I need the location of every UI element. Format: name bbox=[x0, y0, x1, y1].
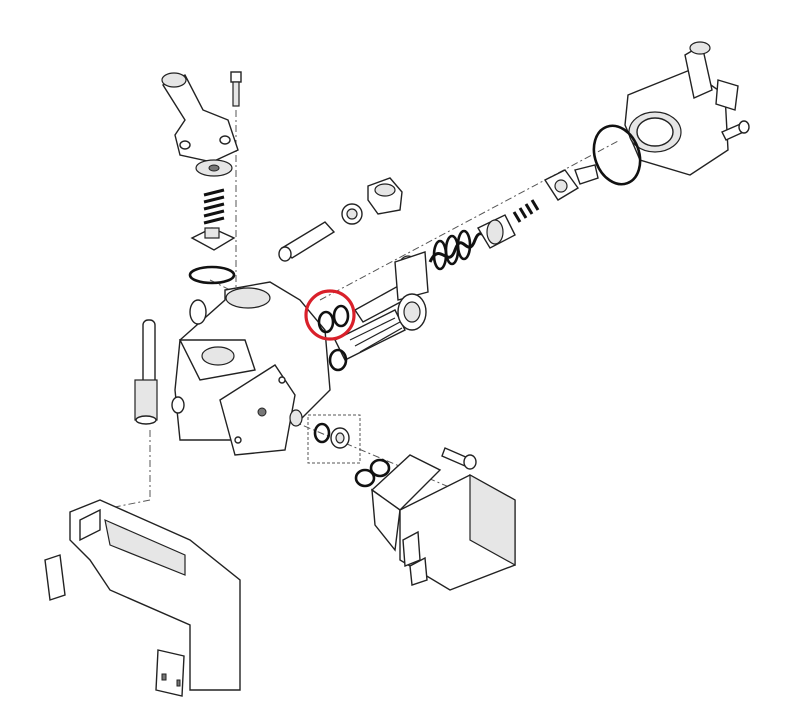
small-cap bbox=[341, 203, 363, 225]
highlight-circle bbox=[304, 289, 356, 341]
screw-top-left bbox=[230, 71, 242, 107]
valve-seat-top bbox=[190, 227, 236, 251]
o-ring-top bbox=[188, 265, 236, 285]
piston-pin bbox=[278, 221, 336, 262]
solenoid-flange-plate bbox=[219, 364, 296, 456]
threaded-spindle bbox=[334, 293, 427, 361]
small-spring-right bbox=[512, 199, 540, 223]
o-ring-large bbox=[592, 124, 642, 186]
outlet-flange bbox=[624, 41, 739, 176]
label-plate bbox=[155, 649, 185, 697]
nut-cap bbox=[367, 177, 403, 215]
o-ring-spindle bbox=[328, 348, 348, 372]
solenoid-coil bbox=[370, 454, 516, 591]
diaphragm-block bbox=[543, 164, 599, 201]
screw-right bbox=[721, 120, 750, 141]
spring-small-top bbox=[203, 188, 225, 225]
probe-rod bbox=[134, 319, 158, 425]
elbow-inlet-fitting bbox=[161, 72, 239, 163]
check-valve-insert bbox=[289, 409, 361, 464]
solenoid-o-rings bbox=[354, 458, 391, 488]
valve-stem bbox=[353, 251, 429, 323]
mounting-bracket bbox=[69, 499, 241, 691]
small-clip bbox=[44, 554, 66, 601]
valve-star-disc bbox=[195, 159, 233, 177]
spring-disc bbox=[477, 214, 516, 249]
highlighted-o-rings bbox=[304, 289, 356, 341]
screw-solenoid bbox=[441, 447, 477, 470]
